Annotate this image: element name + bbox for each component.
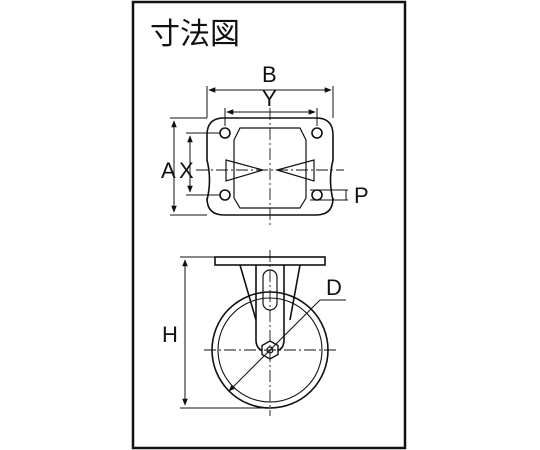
dimension-a [170, 117, 207, 216]
dimension-d [228, 299, 346, 392]
label-a: A [161, 158, 176, 183]
top-view-centerlines [196, 108, 344, 225]
label-d: D [326, 275, 342, 300]
mount-hole-top-left [219, 127, 231, 139]
right-cutout [274, 159, 315, 182]
dimension-p [310, 189, 348, 201]
left-cutout [225, 159, 266, 182]
outer-frame [131, 0, 407, 450]
dimension-y [224, 108, 318, 126]
label-h: H [162, 322, 178, 347]
label-x: X [179, 158, 194, 183]
plate-outline [206, 117, 334, 216]
dimension-b [206, 86, 334, 118]
mount-hole-bottom-right [311, 189, 323, 201]
dimension-h [180, 256, 270, 409]
label-b: B [262, 62, 277, 87]
mount-hole-bottom-left [219, 189, 231, 201]
label-p: P [354, 183, 369, 208]
label-y: Y [262, 86, 277, 111]
mount-hole-top-right [311, 127, 323, 139]
bracket-legs [239, 264, 301, 321]
side-view-centerlines [204, 250, 336, 416]
plate-inner-frame [233, 127, 307, 209]
dimension-x [186, 132, 220, 196]
drawing-title: 寸法図 [150, 17, 240, 52]
